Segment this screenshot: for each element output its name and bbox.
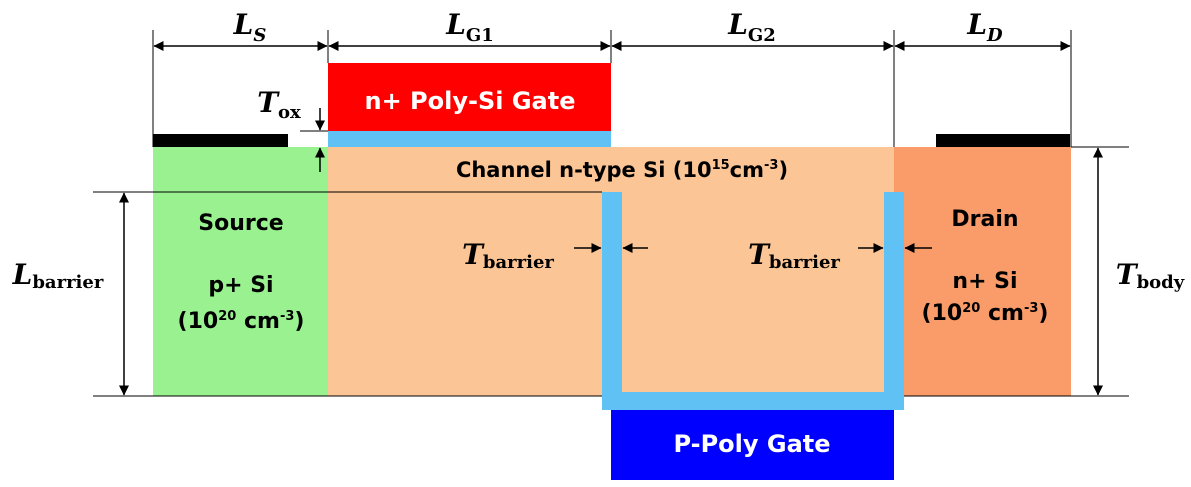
ls-label: LS (233, 8, 267, 46)
ld-label: LD (966, 8, 1003, 46)
source-region (153, 147, 328, 396)
tbarrier-left-label: Tbarrier (462, 238, 554, 273)
drain-doping: n+ Si (952, 269, 1017, 294)
drain-region (894, 147, 1071, 396)
drain-title: Drain (951, 207, 1018, 232)
dimension-arrows (119, 41, 1103, 396)
p-poly-gate (611, 410, 894, 480)
tox-label: Tox (257, 86, 301, 123)
n-gate-label: n+ Poly-Si Gate (365, 87, 576, 115)
lbarrier-label: Lbarrier (12, 258, 104, 293)
tbody-label: Tbody (1116, 258, 1185, 293)
drain-contact (936, 134, 1070, 147)
lg1-label: LG1 (445, 8, 494, 46)
source-contact (153, 134, 288, 147)
tbarrier-right-label: Tbarrier (748, 238, 840, 273)
source-title: Source (198, 211, 283, 236)
reference-lines (93, 30, 1129, 397)
lg2-label: LG2 (727, 8, 776, 46)
gate-oxide (328, 131, 611, 147)
channel-label: Channel n-type Si (1015cm-3) (456, 158, 788, 182)
drain-concentration: (1020 cm-3) (922, 301, 1049, 326)
p-gate-label: P-Poly Gate (673, 430, 830, 458)
source-doping: p+ Si (208, 273, 273, 298)
source-concentration: (1020 cm-3) (178, 309, 305, 334)
n-poly-si-gate (328, 63, 611, 131)
